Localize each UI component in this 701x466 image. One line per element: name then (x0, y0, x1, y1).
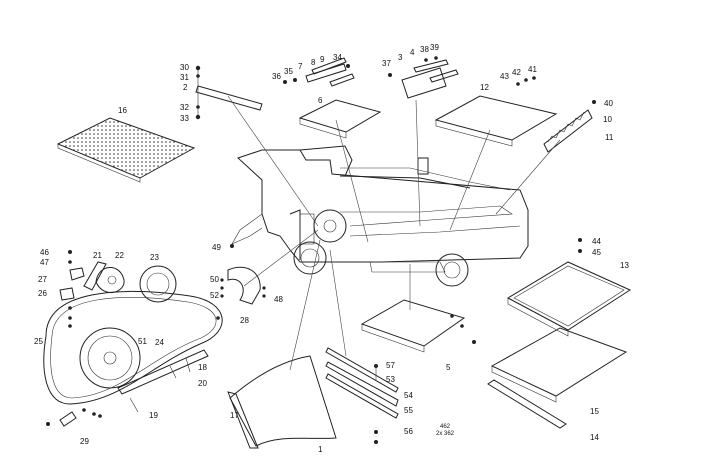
callout-52: 52 (210, 291, 219, 300)
callout-13: 13 (620, 261, 629, 270)
callout-49: 49 (212, 243, 221, 252)
callout-2: 2 (183, 83, 188, 92)
part-2-bar (195, 65, 319, 227)
callout-15: 15 (590, 407, 599, 416)
callout-46: 46 (40, 248, 49, 257)
callout-37: 37 (382, 59, 391, 68)
callout-labels: 1 2 3 4 5 6 7 8 9 10 11 12 13 14 15 16 1… (34, 43, 629, 454)
drawing-ref-line-1: 462 (440, 424, 451, 430)
callout-25: 25 (34, 337, 43, 346)
callout-35: 35 (284, 67, 293, 76)
callout-6: 6 (318, 96, 323, 105)
callout-57: 57 (386, 361, 395, 370)
callout-51: 51 (138, 337, 147, 346)
part-13-sieve-frame (506, 261, 632, 337)
callout-45: 45 (592, 248, 601, 257)
callout-16: 16 (118, 106, 127, 115)
callout-43: 43 (500, 72, 509, 81)
callout-24: 24 (155, 338, 164, 347)
part-15-sieve (490, 327, 628, 403)
part-belt-drive (43, 250, 223, 405)
callout-14: 14 (590, 433, 599, 442)
callout-9: 9 (320, 55, 325, 64)
callout-55: 55 (404, 406, 413, 415)
callout-7: 7 (298, 62, 303, 71)
callout-34: 34 (333, 53, 342, 62)
callout-29: 29 (80, 437, 89, 446)
callout-54: 54 (404, 391, 413, 400)
callout-18: 18 (198, 363, 207, 372)
callout-3: 3 (398, 53, 403, 62)
callout-12: 12 (480, 83, 489, 92)
part-18-20-bars (46, 349, 209, 427)
callout-21: 21 (93, 251, 102, 260)
part-3-4-plate-assembly (388, 56, 459, 227)
part-14-rail (487, 238, 582, 429)
combine-harvester-outline (231, 145, 529, 287)
part-5-pan (360, 264, 476, 353)
callout-56: 56 (404, 427, 413, 436)
callout-20: 20 (198, 379, 207, 388)
callout-17: 17 (230, 411, 239, 420)
callout-26: 26 (38, 289, 47, 298)
callout-10: 10 (603, 115, 612, 124)
callout-22: 22 (115, 251, 124, 260)
callout-30: 30 (180, 63, 189, 72)
callout-50: 50 (210, 275, 219, 284)
callout-32: 32 (180, 103, 189, 112)
callout-47: 47 (40, 258, 49, 267)
part-28-guard (216, 229, 319, 320)
callout-38: 38 (420, 45, 429, 54)
callout-44: 44 (592, 237, 601, 246)
callout-19: 19 (149, 411, 158, 420)
callout-1: 1 (318, 445, 323, 454)
drawing-ref-line-2: 2x 362 (436, 431, 455, 437)
part-53-56-bars (325, 249, 399, 444)
callout-8: 8 (311, 58, 316, 67)
part-10-11-serrated-blade (495, 100, 596, 215)
callout-33: 33 (180, 114, 189, 123)
callout-40: 40 (604, 99, 613, 108)
callout-31: 31 (180, 73, 189, 82)
part-12-grate (434, 76, 558, 231)
callout-39: 39 (430, 43, 439, 52)
callout-48: 48 (274, 295, 283, 304)
callout-27: 27 (38, 275, 47, 284)
callout-36: 36 (272, 72, 281, 81)
callout-42: 42 (512, 68, 521, 77)
callout-23: 23 (150, 253, 159, 262)
callout-41: 41 (528, 65, 537, 74)
part-16-sieve (56, 117, 196, 183)
part-6-plate-assembly (283, 57, 382, 243)
callout-28: 28 (240, 316, 249, 325)
part-1-concave (227, 239, 337, 449)
callout-4: 4 (410, 48, 415, 57)
callout-5: 5 (446, 363, 451, 372)
callout-11: 11 (605, 133, 614, 142)
callout-53: 53 (386, 375, 395, 384)
